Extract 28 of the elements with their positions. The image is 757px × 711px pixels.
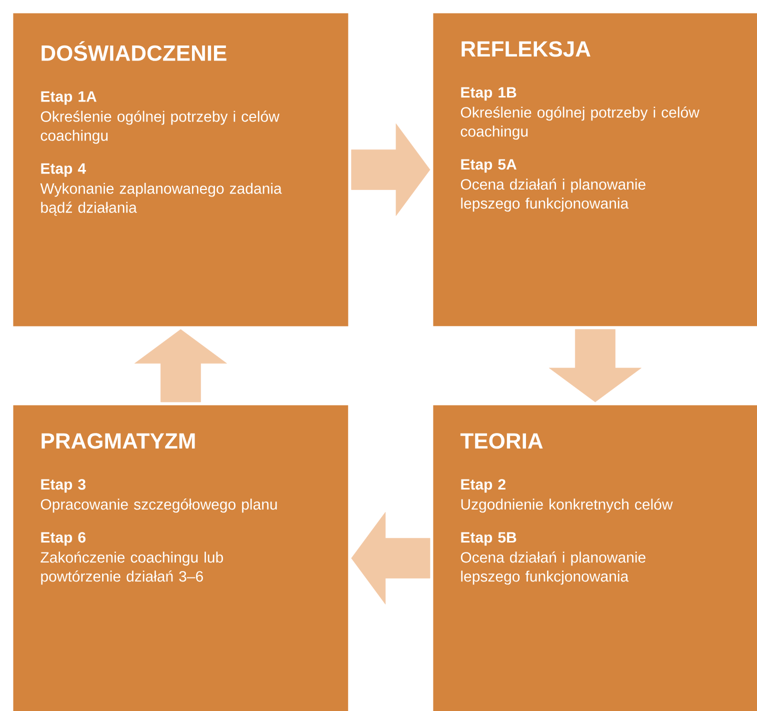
block-arrow	[351, 512, 430, 604]
block-arrow	[134, 329, 227, 402]
stage-box	[433, 405, 757, 711]
block-arrow	[351, 124, 430, 216]
stage-description: Zakończenie coachingu lub powtórzenie działań 3–6	[40, 552, 223, 585]
stage-label: Etap 5B	[461, 532, 516, 546]
block-arrow	[549, 329, 642, 402]
box-heading: TEORIA	[460, 433, 543, 449]
box-heading: REFLEKSJA	[462, 41, 590, 57]
stage-description: Określenie ogólnej potrzeby i celów coachingu	[40, 110, 280, 144]
stage-label: Etap 5A	[461, 159, 516, 173]
stage-description: Uzgodnienie konkretnych celów	[461, 498, 673, 513]
box-heading: PRAGMATYZM	[42, 433, 195, 449]
stage-description: Ocena działań i planowanie lepszego funkcjonowania	[460, 552, 646, 585]
stage-description: Opracowanie szczegółowego planu	[40, 498, 277, 513]
stage-label: Etap 2	[461, 479, 506, 493]
stage-description: Wykonanie zaplanowanego zadania bądź działania	[40, 182, 282, 216]
box-heading: DOŚWIADCZENIE	[42, 41, 226, 61]
stage-box	[13, 405, 348, 711]
stage-box	[13, 13, 348, 326]
stage-label: Etap 1A	[41, 91, 96, 105]
stage-box	[433, 13, 757, 326]
stage-label: Etap 3	[41, 479, 86, 493]
stage-description: Określenie ogólnej potrzeby i celów coachingu	[460, 106, 700, 140]
stage-label: Etap 4	[41, 163, 86, 177]
stage-label: Etap 1B	[461, 87, 516, 101]
stage-label: Etap 6	[41, 532, 86, 546]
stage-description: Ocena działań i planowanie lepszego funkcjonowania	[460, 178, 646, 212]
